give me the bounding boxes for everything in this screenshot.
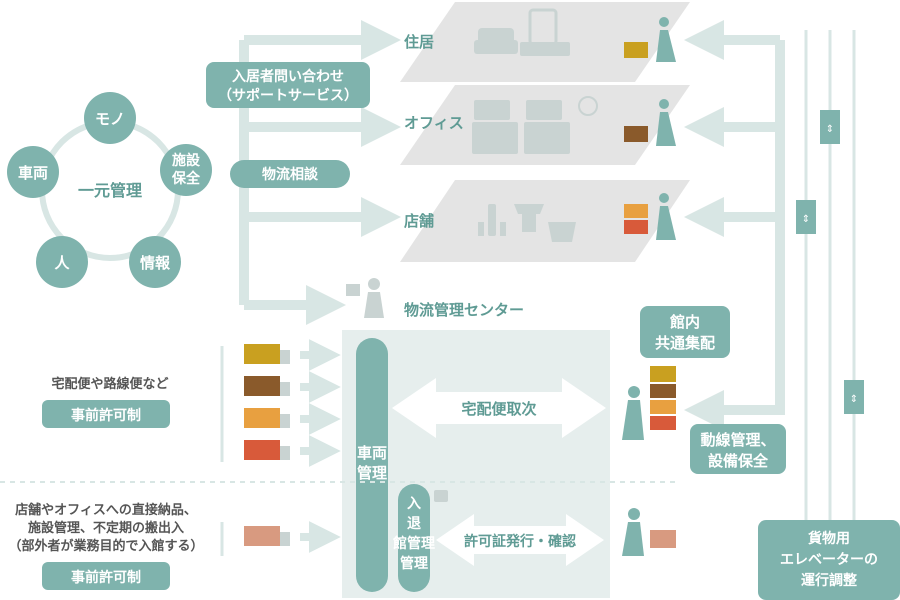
- return-arrows: [684, 20, 785, 430]
- direct-line1: 店舗やオフィスへの直接納品、: [15, 502, 197, 518]
- permit-arrow: 許可証発行・確認: [436, 514, 604, 566]
- truck-1: [244, 344, 290, 364]
- basket-icon: [548, 222, 576, 242]
- svg-text:許可証発行・確認: 許可証発行・確認: [464, 533, 576, 550]
- cycle-node-facility: 施設 保全: [160, 144, 212, 196]
- updown-icon: ⇕: [802, 214, 810, 225]
- updown-icon: ⇕: [850, 394, 858, 405]
- truck-4: [244, 440, 290, 460]
- svg-text:物流相談: 物流相談: [262, 166, 319, 183]
- route-management-badge: 動線管理、 設備保全: [690, 424, 786, 474]
- svg-text:設備保全: 設備保全: [708, 452, 769, 470]
- direct-cart: [622, 508, 676, 556]
- floor-office: オフィス: [400, 85, 690, 165]
- facility-line2: 保全: [171, 170, 201, 187]
- direct-truck: [220, 521, 341, 556]
- courier-caption: 宅配便や路線便など: [51, 376, 168, 392]
- clock-icon: [578, 96, 598, 116]
- shirt-icon: [514, 204, 544, 232]
- entry-mgmt-c1: 入: [407, 496, 421, 512]
- internal-delivery-badge: 館内 共通集配: [640, 306, 730, 358]
- svg-text:モノ: モノ: [95, 110, 125, 128]
- elevator-shafts: [804, 30, 856, 530]
- desk-icon: [472, 100, 570, 154]
- floor-store: 店舗: [400, 180, 690, 262]
- platform: [400, 180, 690, 262]
- center-operator-icon: [346, 278, 384, 318]
- consult-pill: 物流相談: [230, 160, 350, 188]
- svg-text:車両: 車両: [18, 164, 48, 182]
- entry-management-bar: [398, 484, 430, 592]
- direct-line2: 施設管理、不定期の搬出入: [28, 520, 184, 536]
- direct-permit-badge: 事前許可制: [42, 562, 170, 590]
- svg-text:エレベーターの: エレベーターの: [780, 552, 878, 568]
- entry-mgmt-c4: 管理: [400, 555, 428, 572]
- cart-store: [624, 193, 676, 240]
- svg-text:動線管理、: 動線管理、: [700, 431, 775, 449]
- elevator-car-1: ⇕: [820, 110, 840, 144]
- inquiry-pill: 入居者問い合わせ （サポートサービス）: [206, 62, 370, 108]
- svg-text:運行調整: 運行調整: [801, 572, 858, 589]
- vehicle-management-bar: [356, 338, 388, 592]
- cycle-node-person: 人: [36, 236, 88, 288]
- svg-text:（サポートサービス）: （サポートサービス）: [218, 87, 358, 104]
- elevator-badge: 貨物用 エレベーターの 運行調整: [758, 520, 900, 600]
- svg-text:事前許可制: 事前許可制: [71, 407, 141, 424]
- sofa-icon: [474, 28, 518, 54]
- cycle-node-vehicle: 車両: [7, 146, 59, 198]
- svg-text:宅配便取次: 宅配便取次: [461, 400, 536, 418]
- vehicle-mgmt-line1: 車両: [357, 444, 387, 462]
- courier-trucks: [220, 339, 341, 467]
- svg-text:情報: 情報: [140, 254, 171, 272]
- floor-label-store: 店舗: [404, 212, 434, 230]
- truck-2: [244, 376, 290, 396]
- svg-text:人: 人: [54, 254, 70, 272]
- svg-text:共通集配: 共通集配: [655, 334, 715, 352]
- svg-text:事前許可制: 事前許可制: [71, 569, 141, 586]
- center-label: 物流管理センター: [404, 301, 524, 319]
- svg-text:館内: 館内: [669, 313, 700, 331]
- cart-residence: [624, 17, 676, 62]
- cycle-node-mono: モノ: [84, 92, 136, 144]
- courier-permit-badge: 事前許可制: [42, 400, 170, 428]
- elevator-car-2: ⇕: [796, 200, 816, 234]
- vehicle-mgmt-line2: 管理: [357, 464, 387, 482]
- entry-mgmt-c3: 館管理: [392, 535, 435, 552]
- svg-text:貨物用: 貨物用: [807, 530, 850, 547]
- cycle-node-info: 情報: [129, 236, 181, 288]
- entry-mgmt-c2: 退: [407, 516, 421, 532]
- floor-label-office: オフィス: [404, 114, 464, 132]
- updown-icon: ⇕: [826, 124, 834, 135]
- stacked-cart: [622, 366, 676, 440]
- dresser-icon: [520, 8, 570, 56]
- wine-icon: [478, 204, 506, 236]
- truck-3: [244, 408, 290, 428]
- svg-text:入居者問い合わせ: 入居者問い合わせ: [232, 68, 344, 85]
- lock-icon: [434, 490, 448, 502]
- direct-line3: （部外者が業務目的で入館する）: [8, 538, 203, 554]
- floor-residence: 住居: [400, 2, 690, 82]
- facility-line1: 施設: [172, 152, 201, 169]
- cart-office: [624, 99, 676, 146]
- return-trunk: [684, 40, 785, 430]
- cycle-center-label: 一元管理: [78, 181, 142, 200]
- relay-arrow: 宅配便取次: [392, 378, 606, 438]
- management-cycle: 一元管理 モノ 施設 保全 情報 人 車両: [7, 92, 212, 288]
- floor-label-residence: 住居: [404, 33, 434, 51]
- elevator-car-3: ⇕: [844, 380, 864, 414]
